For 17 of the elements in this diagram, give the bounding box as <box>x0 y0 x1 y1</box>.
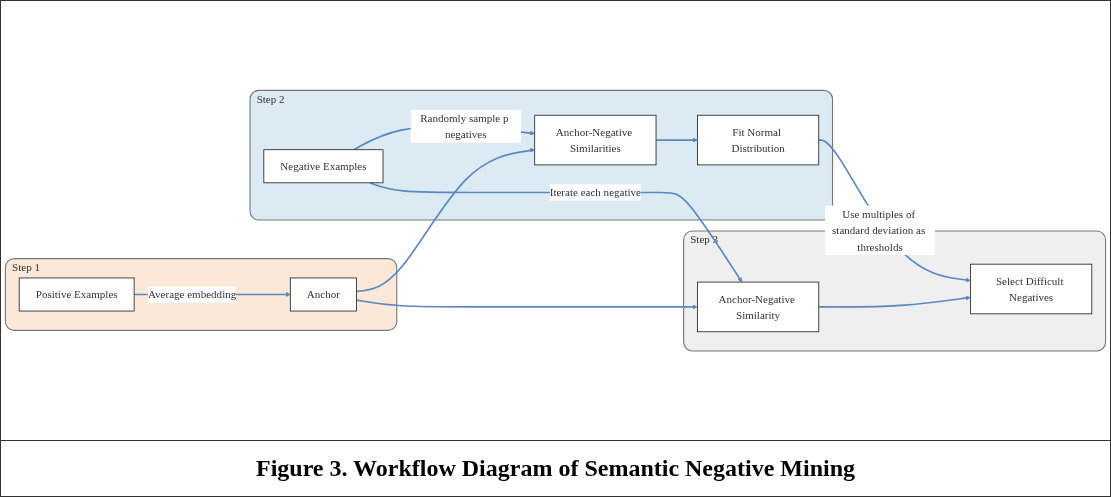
arrow <box>655 137 698 143</box>
arrow <box>355 147 535 292</box>
figure-caption: Figure 3. Workflow Diagram of Semantic Negative Mining <box>1 440 1110 496</box>
arrow <box>817 295 971 308</box>
node-box: Fit Normal Distribution <box>697 114 820 166</box>
node-box: Anchor <box>289 277 357 312</box>
arrow <box>355 299 698 310</box>
node-box: Positive Examples <box>18 277 135 312</box>
node-box: Select Difficult Negatives <box>970 263 1093 314</box>
node-box: Anchor-Negative Similarities <box>534 114 657 166</box>
arrow <box>817 139 971 283</box>
edge-label: Randomly sample p negatives <box>420 111 509 141</box>
edge-label: Iterate each negative <box>549 186 641 199</box>
arrow <box>368 181 743 283</box>
edge-label: Average embedding <box>147 288 237 301</box>
node-box: Anchor-Negative Similarity <box>697 281 820 332</box>
node-box: Negative Examples <box>263 149 384 183</box>
